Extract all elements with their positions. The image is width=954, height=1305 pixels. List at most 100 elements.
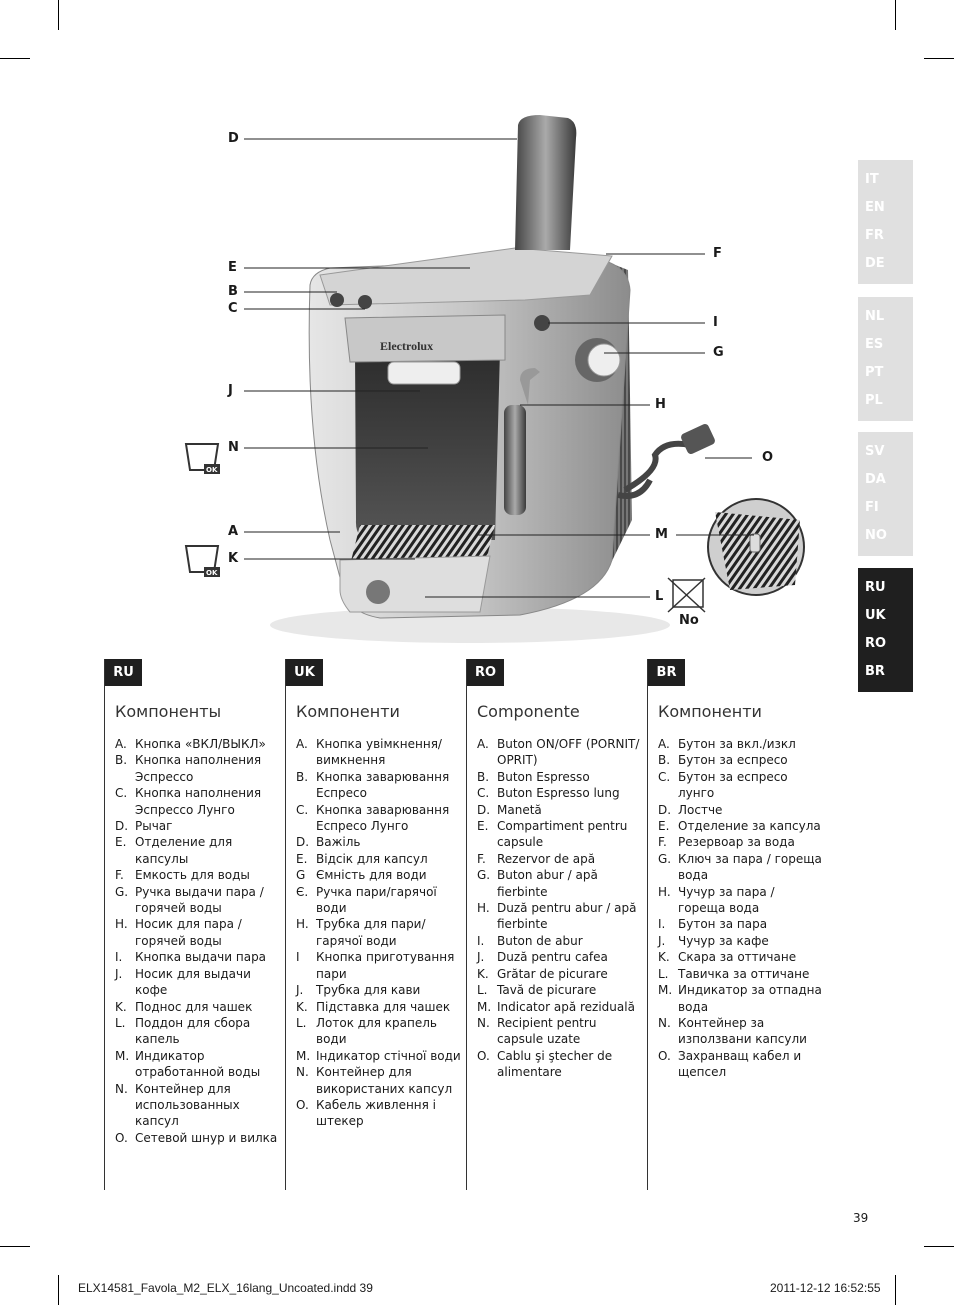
component-letter: N. [296,1065,309,1080]
footer-timestamp: 2011-12-12 16:52:55 [770,1281,881,1295]
column-ro: RO Componente A.Buton ON/OFF (PORNIT/ OP… [466,659,647,1190]
component-letter: K. [658,950,670,965]
component-text: Кнопка выдачи пара [135,950,267,965]
component-item: C. Бутон за еспресо лунго [658,769,824,802]
component-letter: I. [477,933,485,948]
component-letter: J. [115,966,123,981]
lang-item: DA [865,472,886,487]
component-item: F. Емкость для воды [115,867,281,883]
component-item: G.Ручка выдачи пара / горячей воды [115,884,281,917]
component-item: I Кнопка приготування пари [296,949,462,982]
component-letter: B. [658,753,671,768]
component-text: Контейнер для використаних капсул [316,1065,453,1096]
component-item: I.Кнопка выдачи пара [115,949,281,965]
component-item: C.Buton Espresso lung [477,785,643,801]
column-title: Компоненти [296,702,400,721]
component-item: L.Поддон для сбора капель [115,1015,281,1048]
component-item: G.Buton abur / apă fierbinte [477,867,643,900]
component-letter: G. [658,851,672,866]
lang-item: PT [865,365,884,380]
component-text: Ключ за пара / гореща вода [678,851,822,883]
component-letter: E. [658,819,670,834]
column-title: Componente [477,702,580,721]
callout-n: N [228,440,239,455]
callout-j: J [228,383,233,398]
component-item: Є.Ручка пари/гарячої води [296,884,462,917]
lang-item: NO [865,528,887,543]
crop-mark [895,0,896,30]
component-text: Трубка для пари/гарячої води [316,917,426,948]
component-letter: K. [296,999,308,1014]
component-letter: I [296,950,300,965]
lang-item: RO [865,636,887,651]
component-letter: O. [296,1097,309,1112]
callout-i: I [713,315,718,330]
component-letter: G. [115,884,129,899]
component-item: N.Контейнер для использованных капсул [115,1081,281,1130]
column-title: Компоненты [115,702,222,721]
component-text: Duză pentru cafea [497,950,608,965]
component-letter: C. [658,769,671,784]
lang-item: IT [865,172,879,187]
svg-text:OK: OK [206,466,218,474]
component-text: Відсік для капсул [316,851,428,866]
component-text: Бутон за еспресо лунго [678,769,788,801]
component-item: D.Рычаг [115,818,281,834]
component-item: N.Recipient pentru capsule uzate [477,1015,643,1048]
component-item: M.Indicator apă reziduală [477,999,643,1015]
component-text: Recipient pentru capsule uzate [497,1015,597,1047]
crop-mark [58,1275,59,1305]
component-text: Скара за оттичане [678,950,797,965]
callout-f: F [713,246,722,261]
callout-h: H [655,397,666,412]
component-item: E.Відсік для капсул [296,851,462,867]
crop-mark [0,1246,30,1247]
component-item: F.Rezervor de apă [477,851,643,867]
lang-item: RU [865,580,886,595]
lang-group-3: SV DA FI NO [858,432,913,556]
ok-container-icon: OK [184,443,220,474]
component-letter: F. [115,868,124,883]
callout-a: A [228,524,239,539]
component-letter: E. [115,835,127,850]
component-item: L.Тавичка за оттичане [658,966,824,982]
component-letter: I. [658,917,666,932]
component-letter: Є. [296,884,309,899]
column-title: Компоненти [658,702,762,721]
component-item: I.Бутон за пара [658,916,824,932]
component-item: H.Duză pentru abur / apă fierbinte [477,900,643,933]
no-label: No [679,613,699,628]
component-letter: O. [477,1048,490,1063]
brand-label: Electrolux [380,339,433,353]
callout-m: M [655,527,668,542]
lang-item: FR [865,228,884,243]
component-item: D.Важіль [296,834,462,850]
component-item: H.Трубка для пари/гарячої води [296,916,462,949]
component-letter: N. [658,1015,671,1030]
component-item: J.Носик для выдачи кофе [115,966,281,999]
crop-mark [924,58,954,59]
component-text: Емкость для воды [135,868,250,883]
component-text: Кнопка приготування пари [316,950,455,981]
component-text: Кабель живлення і штекер [316,1097,437,1129]
component-letter: D. [658,802,672,817]
crop-mark [924,1246,954,1247]
component-item: G. Ключ за пара / гореща вода [658,851,824,884]
component-item: L.Tavă de picurare [477,982,643,998]
component-text: Контейнер для использованных капсул [135,1081,240,1129]
lang-item: FI [865,500,879,515]
component-letter: A. [477,737,489,751]
crop-mark [895,1275,896,1305]
component-text: Чучур за кафе [678,933,769,948]
component-text: Підставка для чашек [316,999,451,1014]
component-item: K. Скара за оттичане [658,949,824,965]
callout-l: L [655,589,664,604]
component-letter: A. [115,737,127,751]
component-letter: L. [477,983,488,998]
component-item: B.Кнопка заварювання Еспресо [296,769,462,802]
component-letter: G [296,868,306,883]
component-item: I.Buton de abur [477,933,643,949]
component-text: Трубка для кави [316,983,421,998]
callout-o: O [762,450,774,465]
